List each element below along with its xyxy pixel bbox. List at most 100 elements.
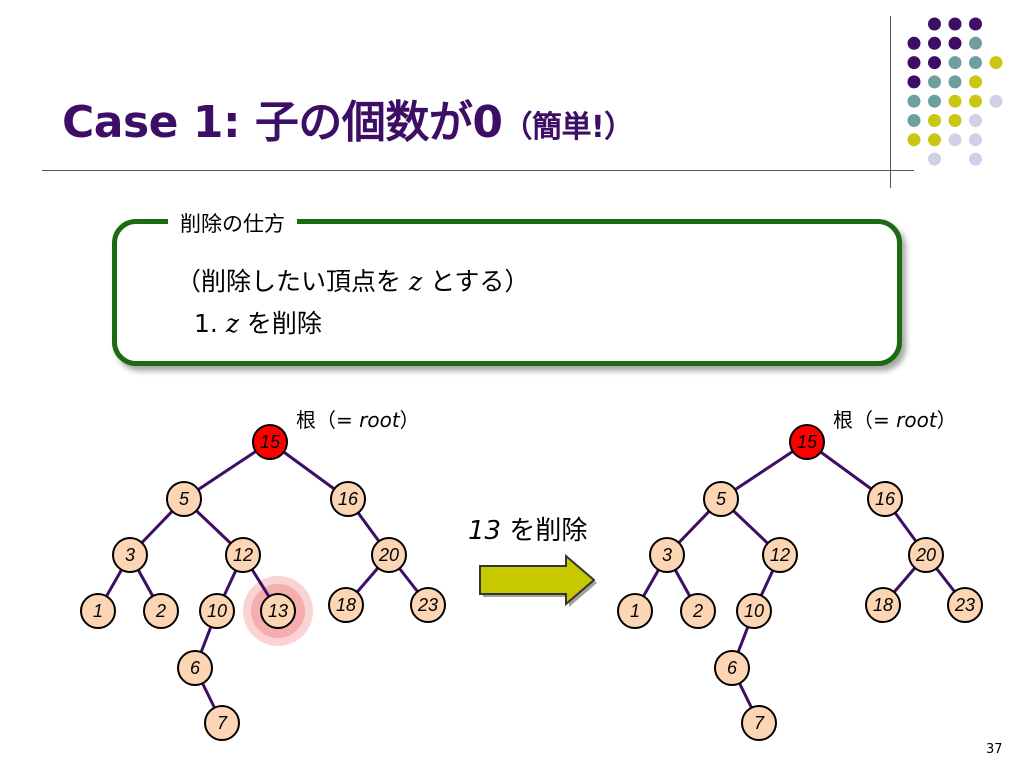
tree-node-label: 18 bbox=[873, 595, 893, 615]
decorative-dot bbox=[907, 133, 921, 147]
tree-node bbox=[330, 481, 366, 517]
decorative-dot bbox=[907, 36, 921, 50]
arrow-label: 13 を削除 bbox=[468, 516, 588, 546]
root-label-before: 根（= root） bbox=[296, 408, 420, 432]
tree-node bbox=[371, 537, 407, 573]
tree-node-label: 10 bbox=[207, 601, 227, 621]
decorative-dot bbox=[948, 114, 962, 127]
tree-node-label: 12 bbox=[770, 545, 790, 565]
tree-node-label: 15 bbox=[260, 432, 281, 452]
decorative-dot bbox=[907, 75, 921, 89]
variable-z: z bbox=[408, 267, 423, 296]
tree-node-label: 12 bbox=[233, 545, 253, 565]
decorative-dot bbox=[969, 133, 982, 147]
decorative-dot bbox=[928, 114, 941, 127]
tree-node bbox=[789, 424, 825, 460]
decorative-dot bbox=[928, 152, 941, 166]
right-arrow-icon bbox=[479, 553, 597, 607]
tree-node bbox=[225, 537, 261, 573]
tree-node-label: 15 bbox=[797, 432, 818, 452]
tree-node-label: 3 bbox=[125, 545, 135, 565]
decorative-dot bbox=[948, 75, 962, 89]
tree-node-label: 10 bbox=[744, 601, 764, 621]
tree-node-label: 23 bbox=[954, 595, 975, 615]
slide-title: Case 1: 子の個数が0（簡単!） bbox=[62, 86, 634, 150]
tree-node bbox=[80, 593, 116, 629]
decorative-dot bbox=[907, 94, 921, 108]
decorative-dot bbox=[907, 114, 921, 127]
decorative-dot bbox=[969, 114, 982, 127]
decorative-dot bbox=[969, 56, 982, 70]
tree-node bbox=[252, 424, 288, 460]
decorative-dot bbox=[928, 36, 941, 50]
tree-node-label: 5 bbox=[716, 489, 727, 509]
tree-node-label: 20 bbox=[915, 545, 936, 565]
decorative-dot-grid bbox=[907, 17, 1003, 166]
tree-node bbox=[680, 593, 716, 629]
tree-node bbox=[143, 593, 179, 629]
tree-node-label: 13 bbox=[268, 601, 288, 621]
decorative-dot bbox=[948, 133, 962, 147]
tree-node-label: 5 bbox=[179, 489, 190, 509]
tree-node bbox=[762, 537, 798, 573]
tree-node-label: 3 bbox=[662, 545, 672, 565]
tree-node bbox=[867, 481, 903, 517]
tree-node bbox=[947, 587, 983, 623]
decorative-dot bbox=[969, 75, 982, 89]
decorative-dot bbox=[948, 17, 962, 31]
root-label-after: 根（= root） bbox=[833, 408, 957, 432]
tree-node bbox=[649, 537, 685, 573]
tree-node bbox=[865, 587, 901, 623]
decorative-dot bbox=[948, 36, 962, 50]
tree-node-label: 16 bbox=[338, 489, 359, 509]
tree-node-label: 16 bbox=[875, 489, 896, 509]
page-number: 37 bbox=[986, 742, 1003, 757]
tree-node-label: 7 bbox=[754, 713, 765, 733]
tree-node-label: 23 bbox=[417, 595, 438, 615]
decorative-dot bbox=[928, 94, 941, 108]
decorative-dot bbox=[948, 94, 962, 108]
tree-node bbox=[112, 537, 148, 573]
tree-node-label: 1 bbox=[630, 601, 640, 621]
tree-node-label: 1 bbox=[93, 601, 103, 621]
tree-node-label: 6 bbox=[190, 658, 201, 678]
tree-node-label: 2 bbox=[155, 601, 166, 621]
tree-node bbox=[328, 587, 364, 623]
tree-node-label: 20 bbox=[378, 545, 399, 565]
decorative-dot bbox=[969, 36, 982, 50]
decorative-dot bbox=[969, 94, 982, 108]
decorative-dot bbox=[969, 17, 982, 31]
tree-node bbox=[177, 650, 213, 686]
tree-node bbox=[714, 650, 750, 686]
tree-node bbox=[199, 593, 235, 629]
decorative-dot bbox=[969, 152, 982, 166]
tree-node bbox=[703, 481, 739, 517]
title-divider-horizontal bbox=[42, 170, 914, 171]
decorative-dot bbox=[989, 56, 1003, 70]
decorative-dot bbox=[989, 94, 1003, 108]
decorative-dot bbox=[907, 56, 921, 70]
title-divider-vertical bbox=[890, 16, 891, 188]
tree-node-label: 7 bbox=[217, 713, 228, 733]
tree-node-label: 6 bbox=[727, 658, 738, 678]
tree-node bbox=[260, 593, 296, 629]
tree-node bbox=[908, 537, 944, 573]
decorative-dot bbox=[928, 133, 941, 147]
tree-node-label: 18 bbox=[336, 595, 356, 615]
tree-node bbox=[617, 593, 653, 629]
tree-node bbox=[741, 705, 777, 741]
decorative-dot bbox=[928, 75, 941, 89]
method-box-label: 削除の仕方 bbox=[168, 208, 297, 238]
title-main: Case 1: 子の個数が0 bbox=[62, 97, 503, 148]
title-paren: （簡単!） bbox=[502, 110, 634, 145]
method-step-intro: （削除したい頂点を z とする） bbox=[176, 267, 530, 296]
method-step-1: 1. z を削除 bbox=[194, 309, 322, 338]
tree-node bbox=[166, 481, 202, 517]
decorative-dot bbox=[928, 56, 941, 70]
decorative-dot bbox=[948, 56, 962, 70]
method-box bbox=[112, 219, 902, 366]
tree-node bbox=[410, 587, 446, 623]
